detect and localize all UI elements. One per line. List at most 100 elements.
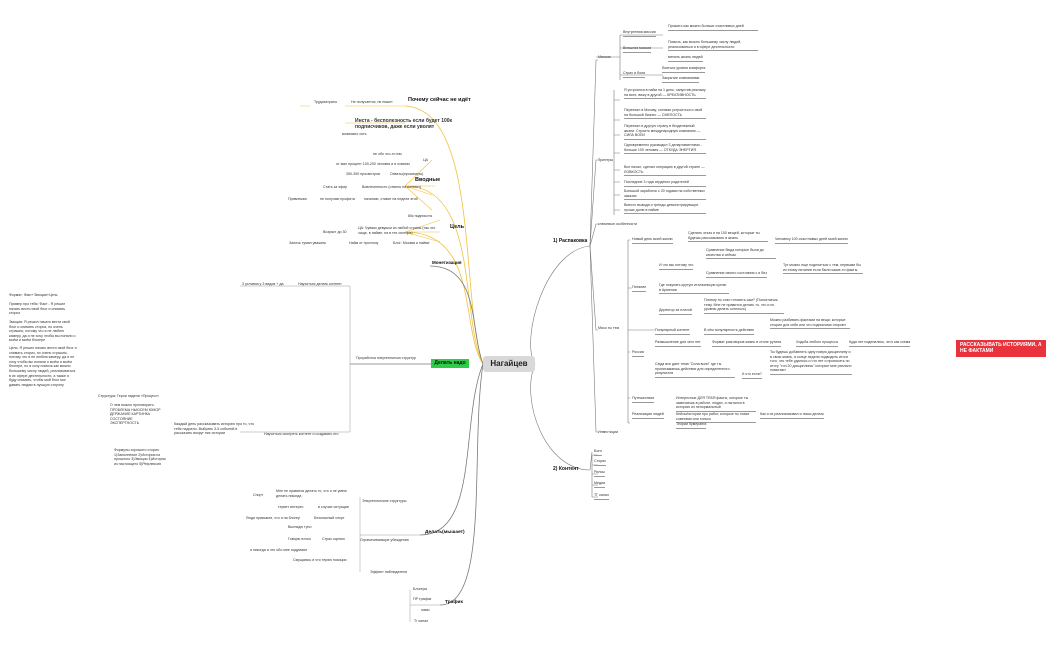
intro-ca-9: начинаю, ставят на недели этой <box>364 197 418 201</box>
intro-ca-8: не получаю профита <box>320 197 355 201</box>
node-mission[interactable]: Миссия <box>598 55 611 59</box>
content-blogs[interactable]: Боги <box>594 449 602 456</box>
node-key-features[interactable]: ключевые особенности <box>598 222 637 226</box>
branch-todo[interactable]: Делать надо <box>431 359 469 368</box>
todo-2: Научиться делать контент <box>298 282 342 286</box>
trigger-3: Переехал в другую страну в безденежный ж… <box>624 124 706 140</box>
trigger-2: Переехал в Москву, сотовая устроиться и … <box>624 108 706 120</box>
act-11: Страх оценки <box>322 537 345 541</box>
leaf-russia-5: Сюда все дает тема "Сила воли" где ты пр… <box>655 362 735 378</box>
callout-note: РАССКАЗЫВАТЬ ИСТОРИЯМИ, А НЕ ФАКТАМИ <box>956 340 1046 357</box>
leaf-russia-4: Куда нет поделились, этот как схема <box>849 340 911 347</box>
act-7: Безопасный спорт <box>314 516 345 520</box>
trigger-7: Большой заработок с 20 годами на собстве… <box>624 189 706 201</box>
format-1: Пример про тебя: Факт - Я решил начать в… <box>9 302 66 316</box>
node-inner-mission[interactable]: Внутренняя миссия <box>623 30 656 37</box>
act-5: в случае ситуации <box>318 505 349 509</box>
node-popular[interactable]: Популярный контент <box>655 328 690 335</box>
leaf-food-2: Сравнение своего состояния с и без <box>706 271 767 278</box>
intro-ca-6: Вовлеченность (ответы на контент) <box>362 185 422 189</box>
traffic-2: ПР трафик <box>413 597 432 601</box>
leaf-russia-7: Ты будешь добавлять одну новую дисциплин… <box>770 350 852 375</box>
leaf-russia-1: Размышление для чего нет <box>655 340 701 347</box>
leaf-popular-1: В чём популярность действие <box>704 328 755 335</box>
intro-ca[interactable]: ЦА <box>423 158 429 162</box>
node-topics[interactable]: Мясо ты тем <box>598 326 620 330</box>
node-food-what[interactable]: И что мы потому что <box>659 263 694 270</box>
node-triggers[interactable]: Триггеры <box>598 158 614 162</box>
goal-2: ЦА: Чуваки девушки из любой страны (так … <box>358 226 436 235</box>
act-10: Говорю плохо <box>288 537 312 541</box>
leaf-realization-4: Теории бумеранга <box>676 422 707 429</box>
insta-note: Инста - бесполезность если будет 100к по… <box>355 118 453 130</box>
branch-traffic[interactable]: Трафик <box>445 600 463 605</box>
structure-title: Структура: Герои надели «Процесс» <box>98 394 160 398</box>
branch-goal[interactable]: Цель <box>450 224 465 230</box>
node-travel[interactable]: Путешествия <box>632 396 655 403</box>
goal-1: 80к подписота <box>408 214 432 218</box>
leaf-russia-6: А что если? <box>742 372 762 379</box>
act-14: Эффект наблюдателя <box>370 570 407 574</box>
leaf-fears-1: бояться уровня комфорта <box>662 66 706 73</box>
leaf-realization-1: Интересные ДЛЯ ТЕБЯ факты, которые ты за… <box>676 396 756 412</box>
intro-ca-2: от мал процент 100-200 человек и в охват… <box>336 162 411 166</box>
todo-3: Проработка энергетически структур <box>356 356 416 360</box>
act-3: Спорт <box>253 493 264 497</box>
leaf-realization-2: Кейсы/истории про работ, которые ты помо… <box>676 412 756 424</box>
intro-ca-1: не обо что-то нас <box>373 152 403 156</box>
node-new-day[interactable]: Новый день моей жизни <box>632 237 673 244</box>
root-node[interactable]: Нагайцев <box>483 356 535 372</box>
trigger-1: Я устроился в найм на 1 день, запустив р… <box>624 88 706 100</box>
act-12: я никогда и что обо мне подумают <box>250 548 308 552</box>
act-4: теряет интерес <box>278 505 304 509</box>
intro-ca-7: Привлекаю <box>288 197 307 201</box>
act-9: Выглядю тупо <box>288 525 312 529</box>
branch-content[interactable]: 2) Контент <box>553 466 579 472</box>
traffic-1: Блогеры <box>413 587 428 591</box>
todo-4: Научиться смотреть контент и создавать е… <box>264 432 339 436</box>
act-13: Смущаюсь и что теряю позиции <box>293 558 347 562</box>
node-outer-mission[interactable]: Внешняя миссия <box>623 46 652 53</box>
leaf-fears-2: Закрытие компаниями <box>662 76 700 83</box>
act-1: Энергетические структуры <box>362 499 407 503</box>
act-6: Люди привыкли, что я на блогер <box>246 516 300 520</box>
leaf-food-where: Где покупать крутую итальянскую кухню в … <box>659 283 729 295</box>
intro-ca-3: 350-390 просмотров <box>346 172 380 176</box>
branch-why-not[interactable]: Почему сейчас не идёт <box>408 97 471 103</box>
structure-3: Каждый день рассказывать историю про то,… <box>174 422 254 436</box>
why-2: Не получается, не пишет <box>351 100 393 104</box>
node-food[interactable]: Питание <box>632 285 647 292</box>
trigger-8: Вместо вывода и тренды демонстрирующие л… <box>624 203 706 215</box>
node-fears[interactable]: Страх и боли <box>623 71 646 78</box>
branch-monetization[interactable]: Монетизация <box>432 260 462 265</box>
structure-2: Формулы хорошего сториз: 1)Заполнение 2)… <box>114 448 166 466</box>
leaf-food-1: Сравнение бюда которые были до качества … <box>706 248 776 260</box>
leaf-popular-2: Можно разбивать фактами на вещи, которые… <box>770 318 850 330</box>
leaf-realization-3: Как я их реализовывал и лишь делать <box>760 412 824 419</box>
branch-intro[interactable]: Вводные <box>415 177 441 183</box>
branch-unpacking[interactable]: 1) Распаковка <box>553 238 588 244</box>
node-russia[interactable]: Россия <box>632 350 644 357</box>
trigger-5: Все начал, сделал операцию в другой стра… <box>624 165 706 177</box>
structure-1: О чем можно проговорить: ПРОБЛЕМА НЬЮСЕМ… <box>110 403 161 426</box>
format-title: Формат: Факт+Эмоция+Цель <box>9 293 58 297</box>
leaf-food-director: Почему ты стал готовить сам? (Посчитаешь… <box>704 298 784 314</box>
content-reels[interactable]: Рилсы <box>594 470 605 477</box>
goal-5: Найм от прогнозу <box>349 241 379 245</box>
goal-4: Залезь туман уважать <box>289 241 327 245</box>
goal-3: Возраст до 30 <box>323 230 347 234</box>
leaf-inner-mission: Прожить как можно больше счастливых дней <box>668 24 758 31</box>
trigger-4: Одновременно руководил 3 департаментами … <box>624 143 706 155</box>
intro-ca-4: Охваты(просмотры) <box>390 172 424 176</box>
content-tg[interactable]: ТГ канал <box>594 493 609 500</box>
intro-ca-5: Стать за эфир <box>323 185 348 189</box>
traffic-4: Тг канал <box>414 619 429 623</box>
node-realization[interactable]: Реализация людей <box>632 412 664 419</box>
node-investments[interactable]: Инвестиции <box>598 430 618 434</box>
content-media[interactable]: Медиа <box>594 481 606 488</box>
format-2: Эмоция: Я решил начать вести свой блог и… <box>9 320 76 343</box>
branch-actions[interactable]: Делать(мышает) <box>425 530 465 535</box>
content-stories[interactable]: Сторис <box>594 459 607 466</box>
node-food-director[interactable]: Директор за платой <box>659 308 692 315</box>
